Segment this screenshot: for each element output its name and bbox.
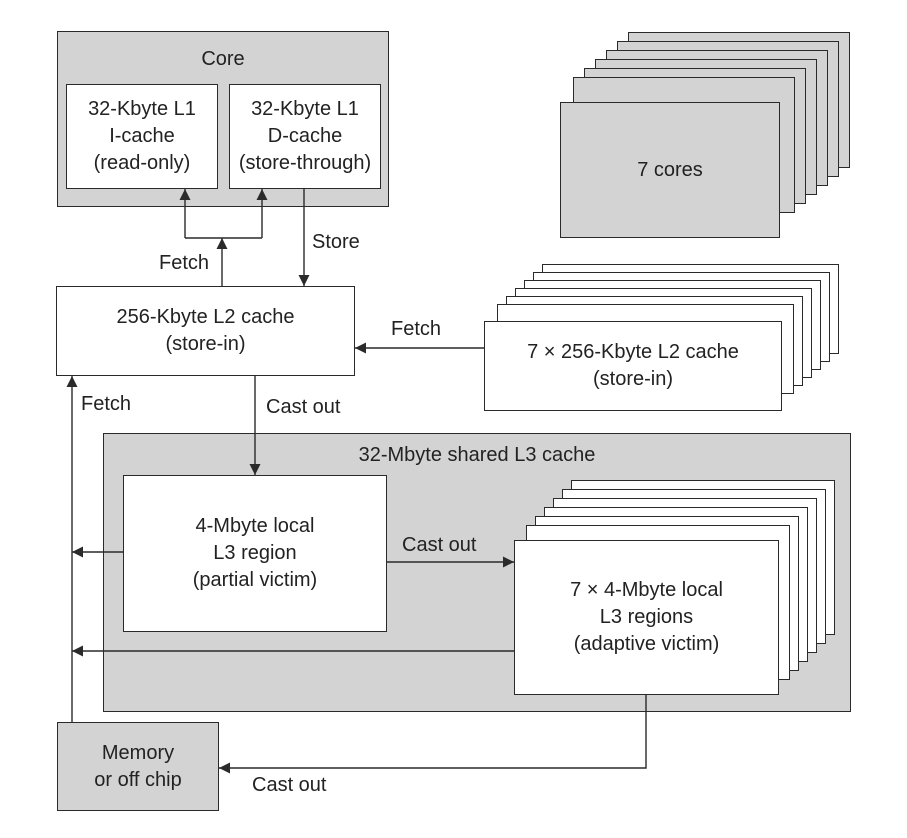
memory-label: Memory or off chip bbox=[94, 741, 182, 791]
other-l2-box: 7 × 256-Kbyte L2 cache (store-in) bbox=[484, 321, 782, 411]
fetch-other-l2-label: Fetch bbox=[391, 318, 442, 340]
castout-memory-label: Cast out bbox=[252, 774, 327, 796]
castout-memory-arrow bbox=[219, 695, 647, 774]
local-l3-box: 4-Mbyte local L3 region (partial victim) bbox=[123, 475, 387, 632]
other-l3-box: 7 × 4-Mbyte local L3 regions (adaptive v… bbox=[514, 540, 779, 695]
store-label: Store bbox=[312, 231, 360, 253]
other-cores-label: 7 cores bbox=[637, 158, 703, 181]
other-l3-label: 7 × 4-Mbyte local L3 regions (adaptive v… bbox=[570, 579, 723, 655]
castout-l2-label: Cast out bbox=[266, 396, 341, 418]
other-l2-label: 7 × 256-Kbyte L2 cache (store-in) bbox=[527, 341, 739, 390]
castout-l3-label: Cast out bbox=[402, 534, 477, 556]
l3-title: 32-Mbyte shared L3 cache bbox=[358, 444, 596, 466]
l2-cache-label: 256-Kbyte L2 cache (store-in) bbox=[116, 306, 295, 355]
l1-dcache-label: 32-Kbyte L1 D-cache (store-through) bbox=[238, 98, 372, 174]
l1-dcache-box: 32-Kbyte L1 D-cache (store-through) bbox=[229, 84, 381, 189]
core-title: Core bbox=[201, 48, 245, 70]
l2-cache-box: 256-Kbyte L2 cache (store-in) bbox=[56, 286, 355, 376]
core-box: Core 32-Kbyte L1 I-cache (read-only) 32-… bbox=[57, 31, 389, 207]
memory-box: Memory or off chip bbox=[57, 722, 219, 811]
other-cores-box: 7 cores bbox=[560, 102, 780, 238]
fetch-memory-label: Fetch bbox=[81, 393, 132, 415]
fetch-l1-label: Fetch bbox=[159, 252, 210, 274]
l1-icache-label: 32-Kbyte L1 I-cache (read-only) bbox=[88, 98, 196, 174]
local-l3-label: 4-Mbyte local L3 region (partial victim) bbox=[192, 515, 318, 591]
l1-icache-box: 32-Kbyte L1 I-cache (read-only) bbox=[66, 84, 218, 189]
